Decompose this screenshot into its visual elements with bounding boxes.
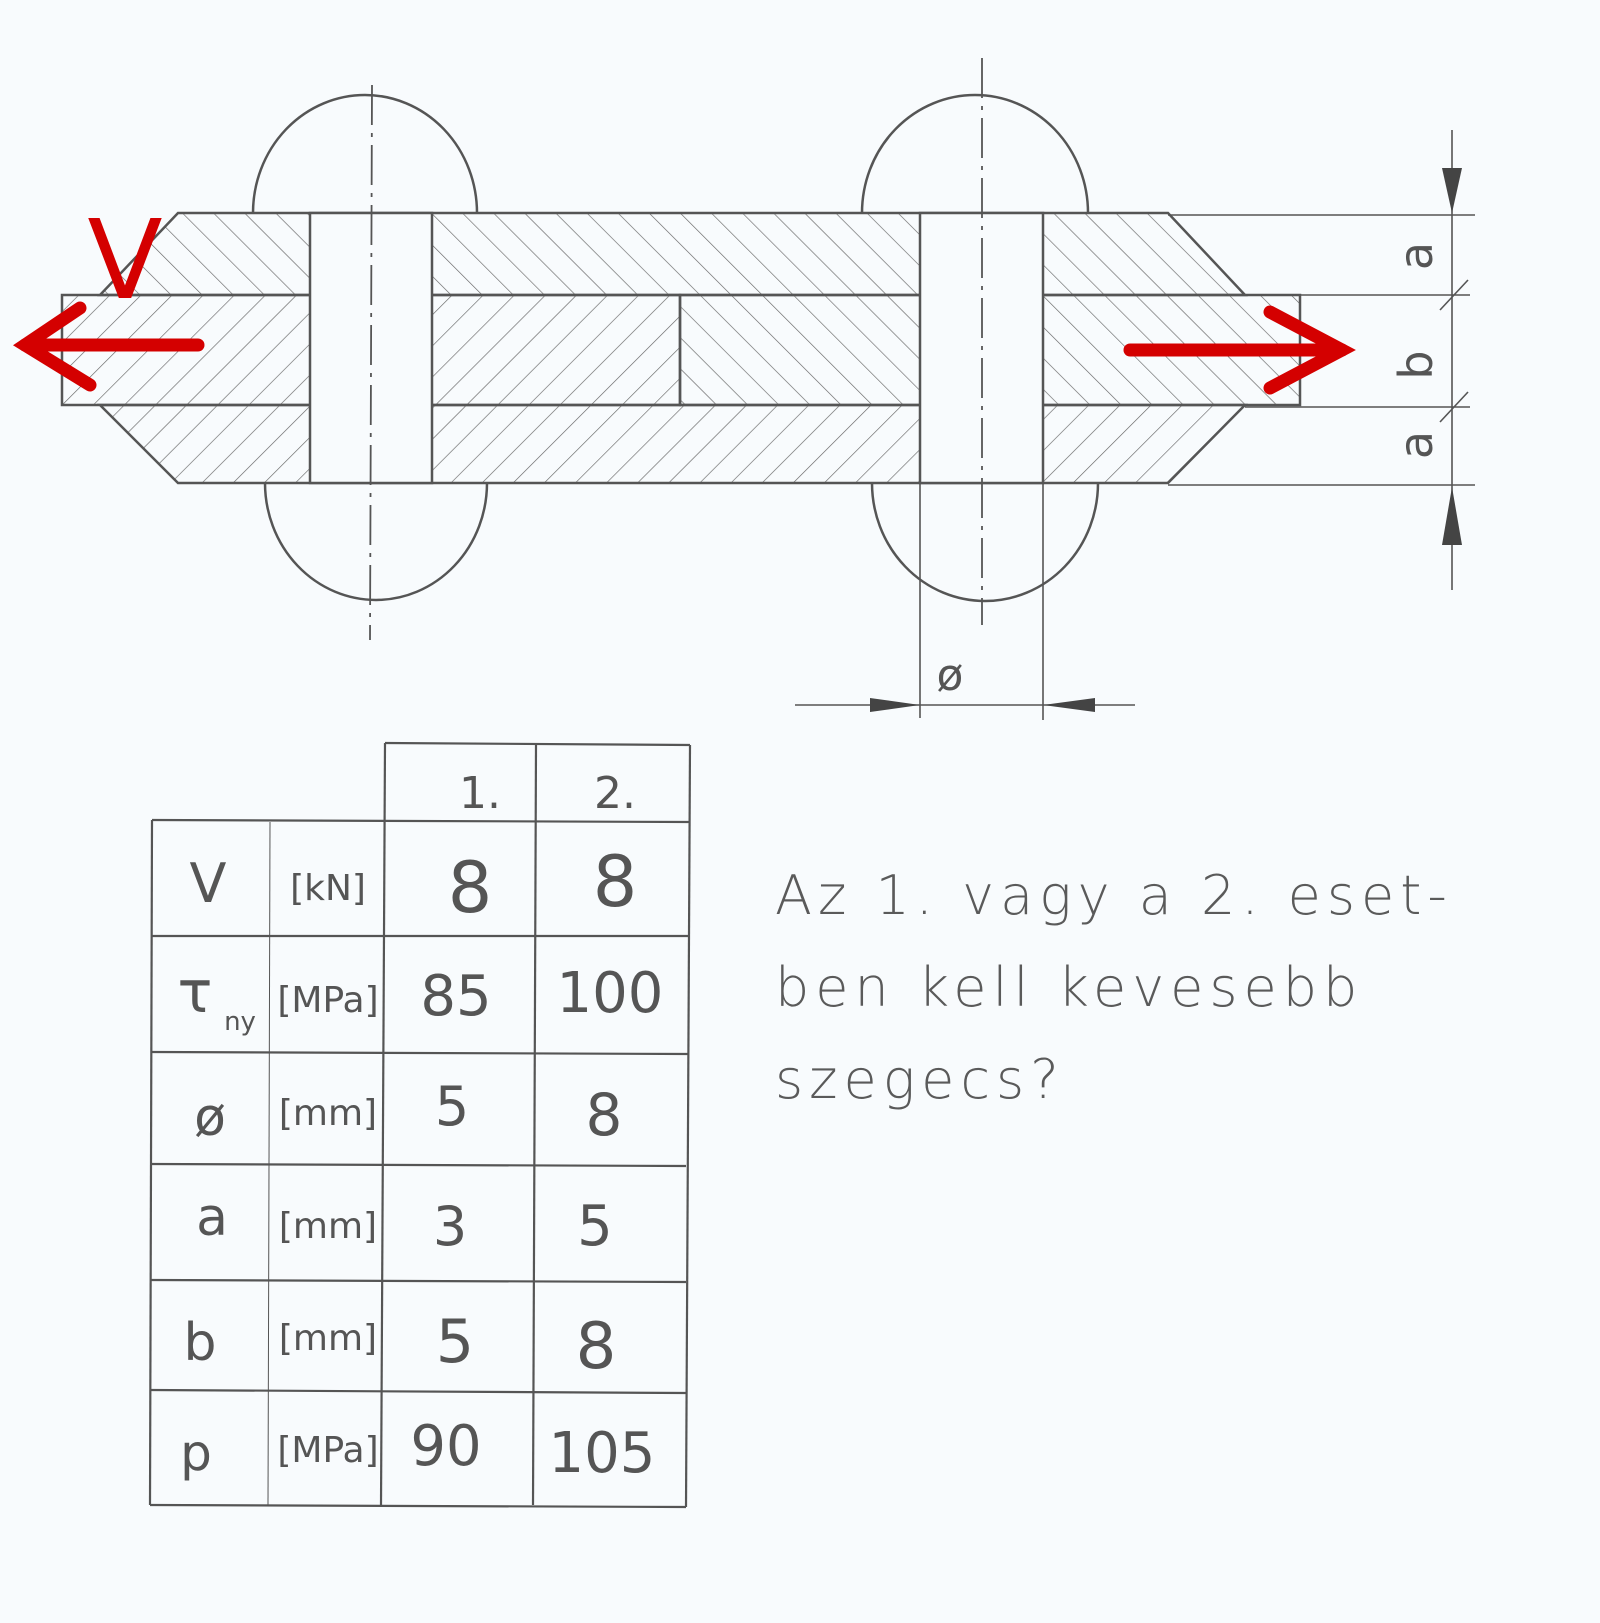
row-unit: [kN] xyxy=(290,868,366,909)
rivet-1-bottom-head xyxy=(263,482,489,602)
table-row-p: p [MPa] 90 105 xyxy=(180,1414,655,1486)
row-symbol-subscript: ny xyxy=(224,1007,256,1037)
row-symbol: ø xyxy=(194,1088,226,1148)
value-case-2: 5 xyxy=(577,1194,613,1259)
table-row-tau: τ ny [MPa] 85 100 xyxy=(178,958,664,1037)
row-symbol: V xyxy=(190,852,227,915)
value-case-1: 90 xyxy=(410,1414,481,1479)
dim-diameter-label: ø xyxy=(937,650,964,701)
force-arrows xyxy=(12,301,1356,395)
value-case-1: 5 xyxy=(436,1307,474,1377)
data-table: 1. 2. V [kN] 8 8 τ ny [MPa] 85 100 ø [mm… xyxy=(178,768,664,1486)
top-cover-plate xyxy=(97,211,1248,297)
table-row-diameter: ø [mm] 5 8 xyxy=(194,1075,622,1149)
centerlines xyxy=(369,58,983,641)
column-header-2: 2. xyxy=(594,768,636,819)
dim-b-label: b xyxy=(1389,350,1443,379)
table-row-b: b [mm] 5 8 xyxy=(183,1307,616,1384)
column-header-1: 1. xyxy=(459,768,501,819)
data-table-grid xyxy=(148,741,692,1509)
row-symbol: b xyxy=(183,1313,216,1373)
row-symbol: τ xyxy=(178,958,213,1026)
row-symbol: a xyxy=(196,1188,228,1248)
row-symbol: p xyxy=(180,1424,212,1482)
question-text: Az 1. vagy a 2. eset-ben kell kevesebb s… xyxy=(775,864,1453,1111)
table-row-v: V [kN] 8 8 xyxy=(190,841,638,929)
value-case-1: 5 xyxy=(435,1075,469,1138)
row-unit: [mm] xyxy=(279,1093,377,1134)
dim-a-top-label: a xyxy=(1389,242,1443,270)
value-case-1: 8 xyxy=(448,847,493,929)
table-row-a: a [mm] 3 5 xyxy=(196,1188,613,1259)
value-case-2: 8 xyxy=(576,1310,617,1384)
rivet-2-top-head xyxy=(860,93,1090,214)
row-unit: [mm] xyxy=(279,1318,377,1359)
value-case-2: 100 xyxy=(557,961,664,1026)
row-unit: [mm] xyxy=(279,1206,377,1247)
row-unit: [MPa] xyxy=(277,1430,378,1471)
force-label: V xyxy=(87,196,162,324)
value-case-2: 8 xyxy=(586,1081,623,1149)
rivet-2-bottom-head xyxy=(870,482,1100,603)
value-case-1: 3 xyxy=(433,1195,467,1258)
rivet-1-top-head xyxy=(251,93,479,214)
value-case-2: 8 xyxy=(593,841,638,923)
bottom-cover-plate xyxy=(96,403,1248,485)
dimension-arrowheads xyxy=(870,168,1462,712)
value-case-1: 85 xyxy=(420,964,491,1029)
row-unit: [MPa] xyxy=(277,980,378,1021)
value-case-2: 105 xyxy=(549,1421,656,1486)
dim-a-bottom-label: a xyxy=(1389,431,1443,459)
